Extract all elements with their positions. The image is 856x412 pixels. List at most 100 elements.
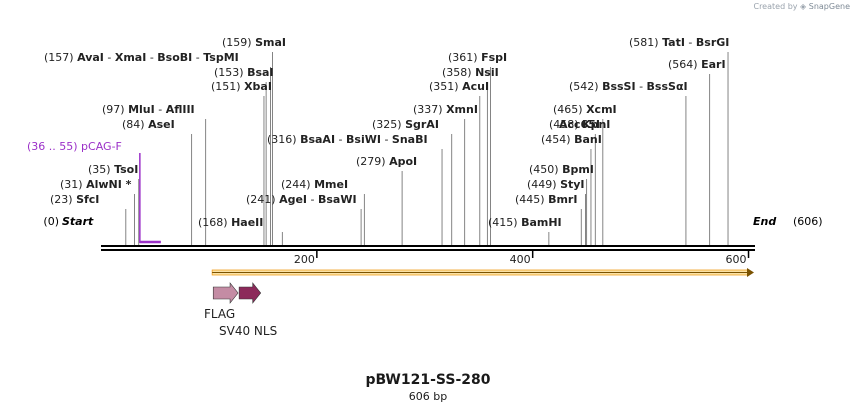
site-label-eari[interactable]: (564) EarI (668, 58, 726, 71)
site-label-apoi[interactable]: (279) ApoI (356, 155, 417, 168)
site-label-tati[interactable]: (581) TatI - BsrGI (629, 36, 729, 49)
end-label: End (753, 215, 776, 228)
feature-flag-label: FLAG (204, 307, 235, 321)
enzyme-bpmi: BpmI (562, 163, 594, 176)
feature-arrows: FLAG SV40 NLS (204, 282, 277, 338)
open-reading-frame (211, 268, 754, 277)
site-label-bsai[interactable]: (153) BsaI (214, 66, 274, 79)
site-label-smai[interactable]: (159) SmaI (222, 36, 286, 49)
site-label-bsssi[interactable]: (542) BssSI - BssSαI (569, 80, 688, 93)
enzyme-xmai: XmaI (115, 51, 146, 64)
site-position: (449) (527, 178, 560, 191)
ruler-label-600: 600 (726, 253, 747, 266)
site-label-bani[interactable]: (454) BanIAcc65I (541, 118, 602, 146)
enzyme-xmni: XmnI (446, 103, 478, 116)
primer-label[interactable]: (36 .. 55) pCAG-F (27, 140, 122, 153)
credit-brand: SnapGene (808, 2, 850, 11)
site-label-bmri[interactable]: (445) BmrI (515, 193, 577, 206)
orf-arrowhead-icon (747, 268, 754, 277)
site-separator: - (381, 133, 392, 146)
primer-pcag-f: (36 .. 55) pCAG-F (27, 140, 161, 244)
enzyme-kpni: KpnI (582, 118, 610, 131)
site-label-mlui[interactable]: (97) MluI - AflIII (102, 103, 195, 116)
site-position: (31) (60, 178, 86, 191)
enzyme-tsoi: TsoI (114, 163, 138, 176)
enzyme-fspi: FspI (481, 51, 507, 64)
ruler-label-200: 200 (294, 253, 315, 266)
plasmid-length: 606 bp (408, 390, 448, 403)
enzyme-snabi: SnaBI (392, 133, 428, 146)
site-position: (23) (50, 193, 76, 206)
start-label: Start (62, 215, 94, 228)
feature-sv40-nls-arrow[interactable] (238, 282, 262, 304)
end-labels: (0) Start End (606) (43, 215, 822, 228)
enzyme-apoi: ApoI (389, 155, 417, 168)
enzyme-asei: AseI (148, 118, 175, 131)
site-label-bpmi[interactable]: (450) BpmI (529, 163, 594, 176)
site-separator: - (104, 51, 115, 64)
enzyme-sgrai: SgrAI (405, 118, 439, 131)
site-label-alwni[interactable]: (31) AlwNI * (60, 178, 132, 191)
site-position: (84) (122, 118, 148, 131)
site-position: (97) (102, 103, 128, 116)
restriction-site-labels: (23) SfcI(31) AlwNI *(35) TsoI(84) AseI(… (44, 36, 729, 229)
site-label-nsii[interactable]: (358) NsiI (442, 66, 499, 79)
enzyme-bsrgi: BsrGI (696, 36, 729, 49)
site-position: (157) (44, 51, 77, 64)
site-label-xcmi[interactable]: (465) XcmI (553, 103, 617, 116)
enzyme-nsii: NsiI (475, 66, 499, 79)
site-position: (361) (448, 51, 481, 64)
site-label-sfci[interactable]: (23) SfcI (50, 193, 99, 206)
enzyme-afliii: AflIII (166, 103, 195, 116)
feature-sv40-nls-label: SV40 NLS (219, 324, 277, 338)
site-label-avai[interactable]: (157) AvaI - XmaI - BsoBI - TspMI (44, 51, 239, 64)
site-label-haeii[interactable]: (168) HaeII (198, 216, 263, 229)
site-label-acui[interactable]: (351) AcuI (429, 80, 489, 93)
site-label-sgrai[interactable]: (325) SgrAI (372, 118, 439, 131)
site-label-agei[interactable]: (241) AgeI - BsaWI (246, 193, 357, 206)
site-position: (279) (356, 155, 389, 168)
site-position: (415) (488, 216, 521, 229)
enzyme-bsawi: BsaWI (318, 193, 357, 206)
site-position: (564) (668, 58, 701, 71)
site-label-bsaai[interactable]: (316) BsaAI - BsiWI - SnaBI (267, 133, 428, 146)
site-position: (159) (222, 36, 255, 49)
snapgene-logo-icon: ◈ (800, 2, 807, 11)
site-separator: - (335, 133, 346, 146)
site-label-tsoi[interactable]: (35) TsoI (88, 163, 138, 176)
enzyme-bmri: BmrI (548, 193, 577, 206)
site-position: (325) (372, 118, 405, 131)
site-separator: - (636, 80, 647, 93)
site-position: (445) (515, 193, 548, 206)
site-label-fspi[interactable]: (361) FspI (448, 51, 507, 64)
site-label-xmni[interactable]: (337) XmnI (413, 103, 478, 116)
site-label-kpni[interactable]: (458) KpnI (549, 118, 610, 131)
enzyme-mlui: MluI (128, 103, 155, 116)
site-position: (358) (442, 66, 475, 79)
enzyme-haeii: HaeII (231, 216, 263, 229)
site-label-styi[interactable]: (449) StyI (527, 178, 585, 191)
site-separator: - (155, 103, 166, 116)
enzyme-bsai: BsaI (247, 66, 273, 79)
site-label-asei[interactable]: (84) AseI (122, 118, 175, 131)
site-label-xbai[interactable]: (151) XbaI (211, 80, 272, 93)
site-position: (35) (88, 163, 114, 176)
site-position: (465) (553, 103, 586, 116)
site-position: (241) (246, 193, 279, 206)
site-separator: - (192, 51, 203, 64)
enzyme-bsss-i: BssSαI (647, 80, 688, 93)
end-position: (606) (793, 215, 823, 228)
site-label-mmei[interactable]: (244) MmeI (281, 178, 348, 191)
feature-flag-arrow[interactable] (212, 282, 239, 304)
site-separator: - (146, 51, 157, 64)
plasmid-name: pBW121-SS-280 (365, 372, 491, 388)
enzyme-tspmi: TspMI (203, 51, 239, 64)
enzyme-alwni: AlwNI * (86, 178, 132, 191)
enzyme-acui: AcuI (462, 80, 489, 93)
site-label-bamhi[interactable]: (415) BamHI (488, 216, 562, 229)
snapgene-credit: Created by ◈ SnapGene (753, 2, 850, 11)
enzyme-bsssi: BssSI (602, 80, 636, 93)
enzyme-bsobi: BsoBI (157, 51, 192, 64)
site-position: (151) (211, 80, 244, 93)
